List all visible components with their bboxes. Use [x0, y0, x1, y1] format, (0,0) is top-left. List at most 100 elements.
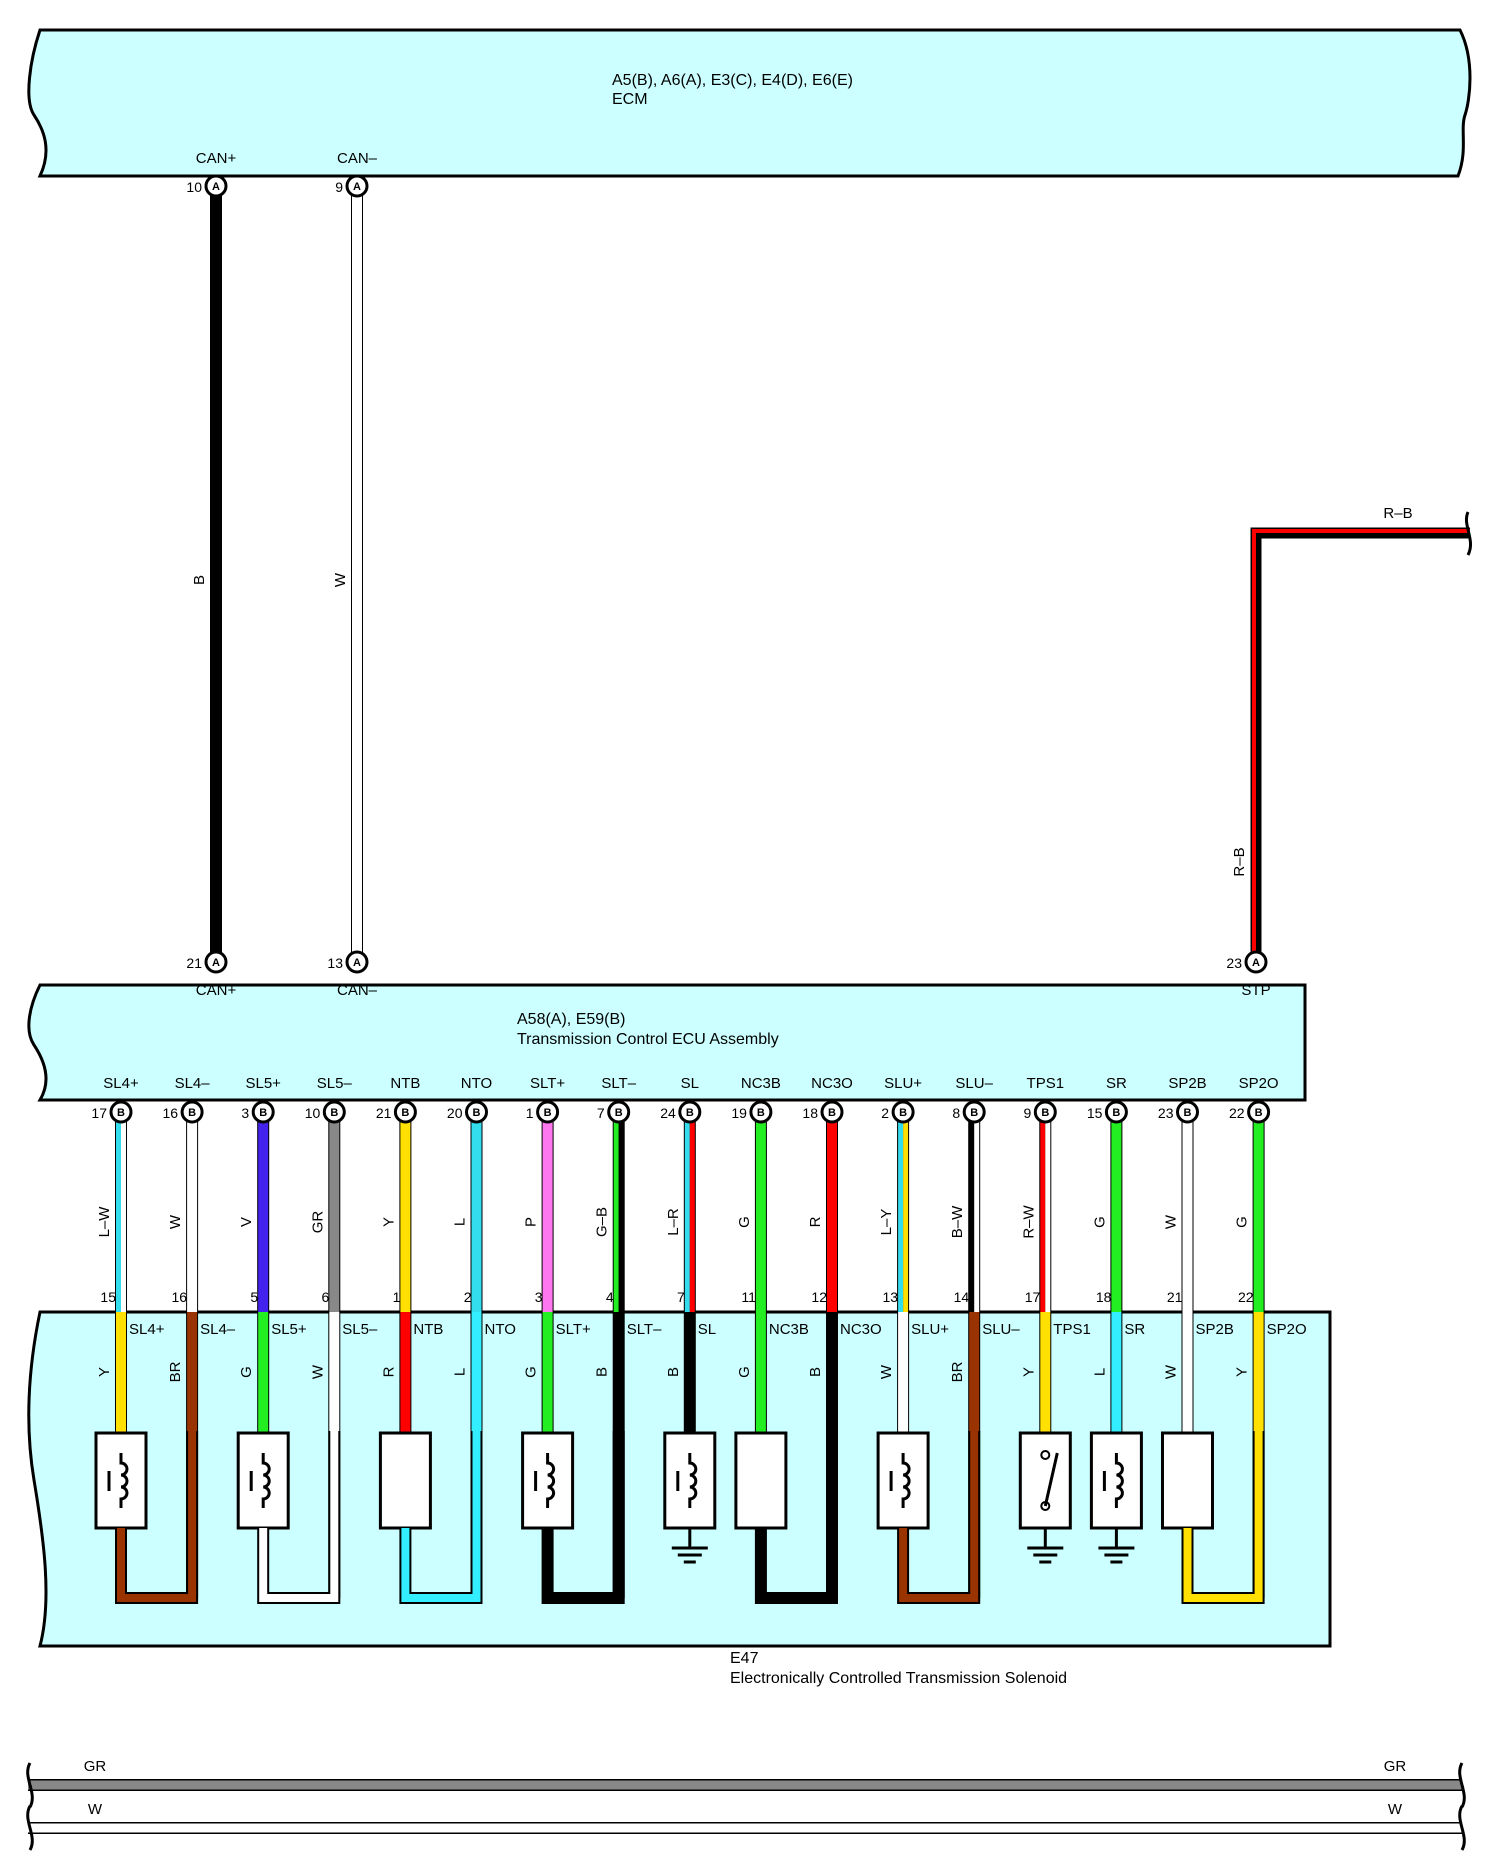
return-loop	[115, 1431, 199, 1604]
lower-wire-code: R	[380, 1366, 397, 1377]
solenoid-pin-label: SR	[1124, 1321, 1145, 1338]
solenoid-pin-number: 11	[741, 1289, 756, 1305]
tcu-pin-number: 10	[305, 1105, 321, 1121]
can-top-label: CAN+	[196, 150, 237, 167]
tcu-pin-number: 20	[447, 1105, 463, 1121]
tcu-connector: B	[1104, 1100, 1128, 1124]
tcu-pin-number: 7	[597, 1105, 605, 1121]
bus-left-label: W	[88, 1801, 103, 1818]
solenoid-pin-label: SL5–	[342, 1321, 378, 1338]
solenoid-pin-label: NC3B	[769, 1321, 809, 1338]
bus-break-left	[26, 1762, 34, 1808]
solenoid-pin-number: 1	[393, 1289, 401, 1305]
stp-pin: 23	[1226, 955, 1242, 971]
lower-wire-code: L	[1091, 1368, 1108, 1376]
bus-break-left	[26, 1805, 34, 1851]
stp-break-mark	[1465, 511, 1473, 556]
return-loop	[897, 1431, 981, 1604]
sensor-box-icon	[1161, 1431, 1214, 1530]
solenoid-pin-number: 16	[172, 1289, 188, 1305]
tcu-pin-label: SP2O	[1239, 1075, 1279, 1092]
return-loop	[399, 1431, 483, 1604]
upper-wire	[115, 1112, 127, 1312]
upper-wire-code: W	[1163, 1214, 1180, 1229]
solenoid-pin-number: 17	[1025, 1289, 1041, 1305]
lower-wire-code: BR	[167, 1361, 184, 1382]
tcu-solenoid-wires: SL4+B17L–W15SL4+YSL4–B16W16SL4–BRSL5+B3V…	[91, 1075, 1307, 1604]
tcu-connector: B	[749, 1100, 773, 1124]
stp-wire-code-top: R–B	[1383, 505, 1412, 522]
can-bottom-label: CAN–	[337, 982, 378, 999]
tcu-connector-letter: B	[615, 1107, 623, 1119]
tcu-connector-letter: B	[117, 1107, 125, 1119]
tcu-pin-number: 17	[91, 1105, 107, 1121]
solenoid-pin-number: 3	[535, 1289, 543, 1305]
stp-label: STP	[1241, 982, 1270, 999]
can-bottom-pin: 13	[327, 955, 343, 971]
solenoid-coil-icon	[663, 1431, 717, 1530]
tcu-connector-letter: B	[330, 1107, 338, 1119]
tcu-connector: B	[678, 1100, 702, 1124]
tcu-connector: B	[1247, 1100, 1271, 1124]
bus-break-right	[1458, 1805, 1466, 1851]
tcu-connector-letter: B	[188, 1107, 196, 1119]
can-top-connector-letter: A	[212, 181, 220, 193]
bus-right-label: W	[1388, 1801, 1403, 1818]
tcu-connector-letter: B	[1041, 1107, 1049, 1119]
tcu-pin-label: NTO	[461, 1075, 492, 1092]
bus-break-right	[1458, 1762, 1466, 1808]
can-top-connector: A	[345, 174, 369, 198]
tcu-pin-label: SLT–	[601, 1075, 636, 1092]
tcu-pin-number: 23	[1158, 1105, 1174, 1121]
tcu-pin-label: SL4+	[103, 1075, 139, 1092]
solenoid-connector: E47	[730, 1650, 759, 1667]
solenoid-name: Electronically Controlled Transmission S…	[730, 1670, 1067, 1687]
upper-wire-code: W	[167, 1214, 184, 1229]
tcu-pin-number: 19	[731, 1105, 747, 1121]
upper-wire-code: V	[238, 1217, 255, 1227]
tcu-connector: B	[251, 1100, 275, 1124]
solenoid-pin-label: SP2O	[1267, 1321, 1307, 1338]
solenoid-coil-icon	[521, 1431, 575, 1530]
upper-wire-code: G	[1091, 1216, 1108, 1228]
solenoid-pin-label: TPS1	[1053, 1321, 1091, 1338]
bus-left-label: GR	[84, 1758, 107, 1775]
tcu-pin-number: 9	[1024, 1105, 1032, 1121]
upper-wire-code: L	[452, 1218, 469, 1226]
stp-wire-red	[1252, 529, 1470, 962]
tcu-connector-letter: B	[259, 1107, 267, 1119]
tcu-pin-label: SL4–	[175, 1075, 211, 1092]
upper-wire	[968, 1112, 981, 1312]
solenoid-pin-number: 22	[1238, 1289, 1254, 1305]
tcu-connector-letter: B	[899, 1107, 907, 1119]
tcu-connector: B	[180, 1100, 204, 1124]
solenoid-pin-number: 13	[883, 1289, 899, 1305]
tcu-pin-label: SL	[681, 1075, 699, 1092]
tcu-connector: B	[607, 1100, 631, 1124]
solenoid-pin-number: 2	[464, 1289, 472, 1305]
solenoid-pin-label: SP2B	[1196, 1321, 1234, 1338]
tcu-connector-letter: B	[1255, 1107, 1263, 1119]
return-loop	[754, 1431, 838, 1604]
solenoid-pin-label: SL	[698, 1321, 716, 1338]
ground-icon	[671, 1528, 708, 1564]
solenoid-pin-number: 14	[954, 1289, 970, 1305]
can-bottom-pin: 21	[186, 955, 202, 971]
tcu-pin-number: 24	[660, 1105, 676, 1121]
tcu-connector: B	[1033, 1100, 1057, 1124]
tcu-pin-number: 3	[241, 1105, 249, 1121]
solenoid-coil-icon	[1089, 1431, 1143, 1530]
can-bottom-label: CAN+	[196, 982, 237, 999]
upper-wire-code: R–W	[1020, 1204, 1037, 1238]
upper-wire-code: B–W	[949, 1205, 966, 1238]
tcu-pin-label: SLU+	[884, 1075, 922, 1092]
ecm-name: ECM	[612, 91, 648, 108]
return-loop	[1181, 1431, 1265, 1604]
